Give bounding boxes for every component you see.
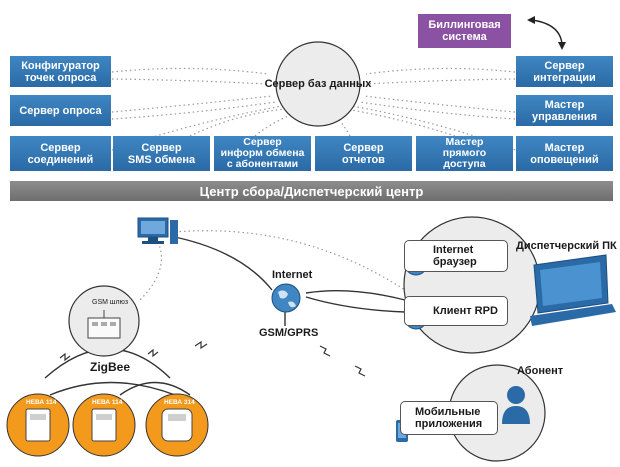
gsm-gprs-label: GSM/GPRS (259, 327, 319, 339)
billing-arrowhead-bottom (558, 42, 566, 50)
meter-label-1: НЕВА 114 (26, 399, 57, 406)
db-server-label: Сервер баз данных (264, 78, 372, 90)
notification-master-button[interactable]: Мастер оповещений (516, 136, 613, 171)
meter-label-3: НЕВА 314 (164, 399, 195, 406)
rpd-client-box: Клиент RPD (404, 296, 508, 326)
user-avatar-icon (502, 386, 530, 424)
db-server-circle (275, 41, 361, 127)
sms-server-button[interactable]: Сервер SMS обмена (113, 136, 210, 171)
direct-access-master-button[interactable]: Мастер прямого доступа (416, 136, 513, 171)
inform-exchange-server-button[interactable]: Сервер информ обмена с абонентами (214, 136, 311, 171)
desktop-computer-icon (137, 217, 178, 244)
polling-server-button[interactable]: Сервер опроса (10, 95, 111, 126)
dispatch-center-banner: Центр сбора/Диспетчерский центр (10, 181, 613, 201)
gsm-gateway-device-icon (87, 310, 121, 339)
meter-label-2: НЕВА 114 (92, 399, 123, 406)
connection-server-button[interactable]: Сервер соединений (10, 136, 111, 171)
integration-server-button[interactable]: Сервер интеграции (516, 56, 613, 87)
billing-system-box: Биллинговая система (418, 14, 511, 48)
zigbee-label: ZigBee (90, 360, 131, 374)
configurator-button[interactable]: Конфигуратор точек опроса (10, 56, 111, 87)
meter-device-icon-3 (161, 408, 193, 442)
meter-device-icon-2 (91, 408, 117, 442)
solid-links (44, 235, 406, 396)
control-master-button[interactable]: Мастер управления (516, 95, 613, 126)
billing-arrow (531, 19, 563, 45)
reports-server-button[interactable]: Сервер отчетов (315, 136, 412, 171)
internet-browser-box: Internet браузер (404, 240, 508, 272)
dispatcher-pc-title: Диспетчерский ПК (516, 240, 617, 252)
gsm-gateway-label: GSM шлюз (92, 299, 129, 306)
dispatcher-pc-circle (403, 216, 541, 354)
internet-label: Internet (272, 269, 313, 281)
billing-arrowhead-top (527, 16, 535, 24)
internet-globe-icon (271, 283, 301, 313)
wireless-zigzags (59, 340, 366, 377)
subscriber-title: Абонент (517, 365, 564, 377)
laptop-icon (530, 254, 616, 326)
mobile-apps-box: Мобильные приложения (400, 401, 498, 435)
meter-device-icon-1 (25, 408, 51, 442)
